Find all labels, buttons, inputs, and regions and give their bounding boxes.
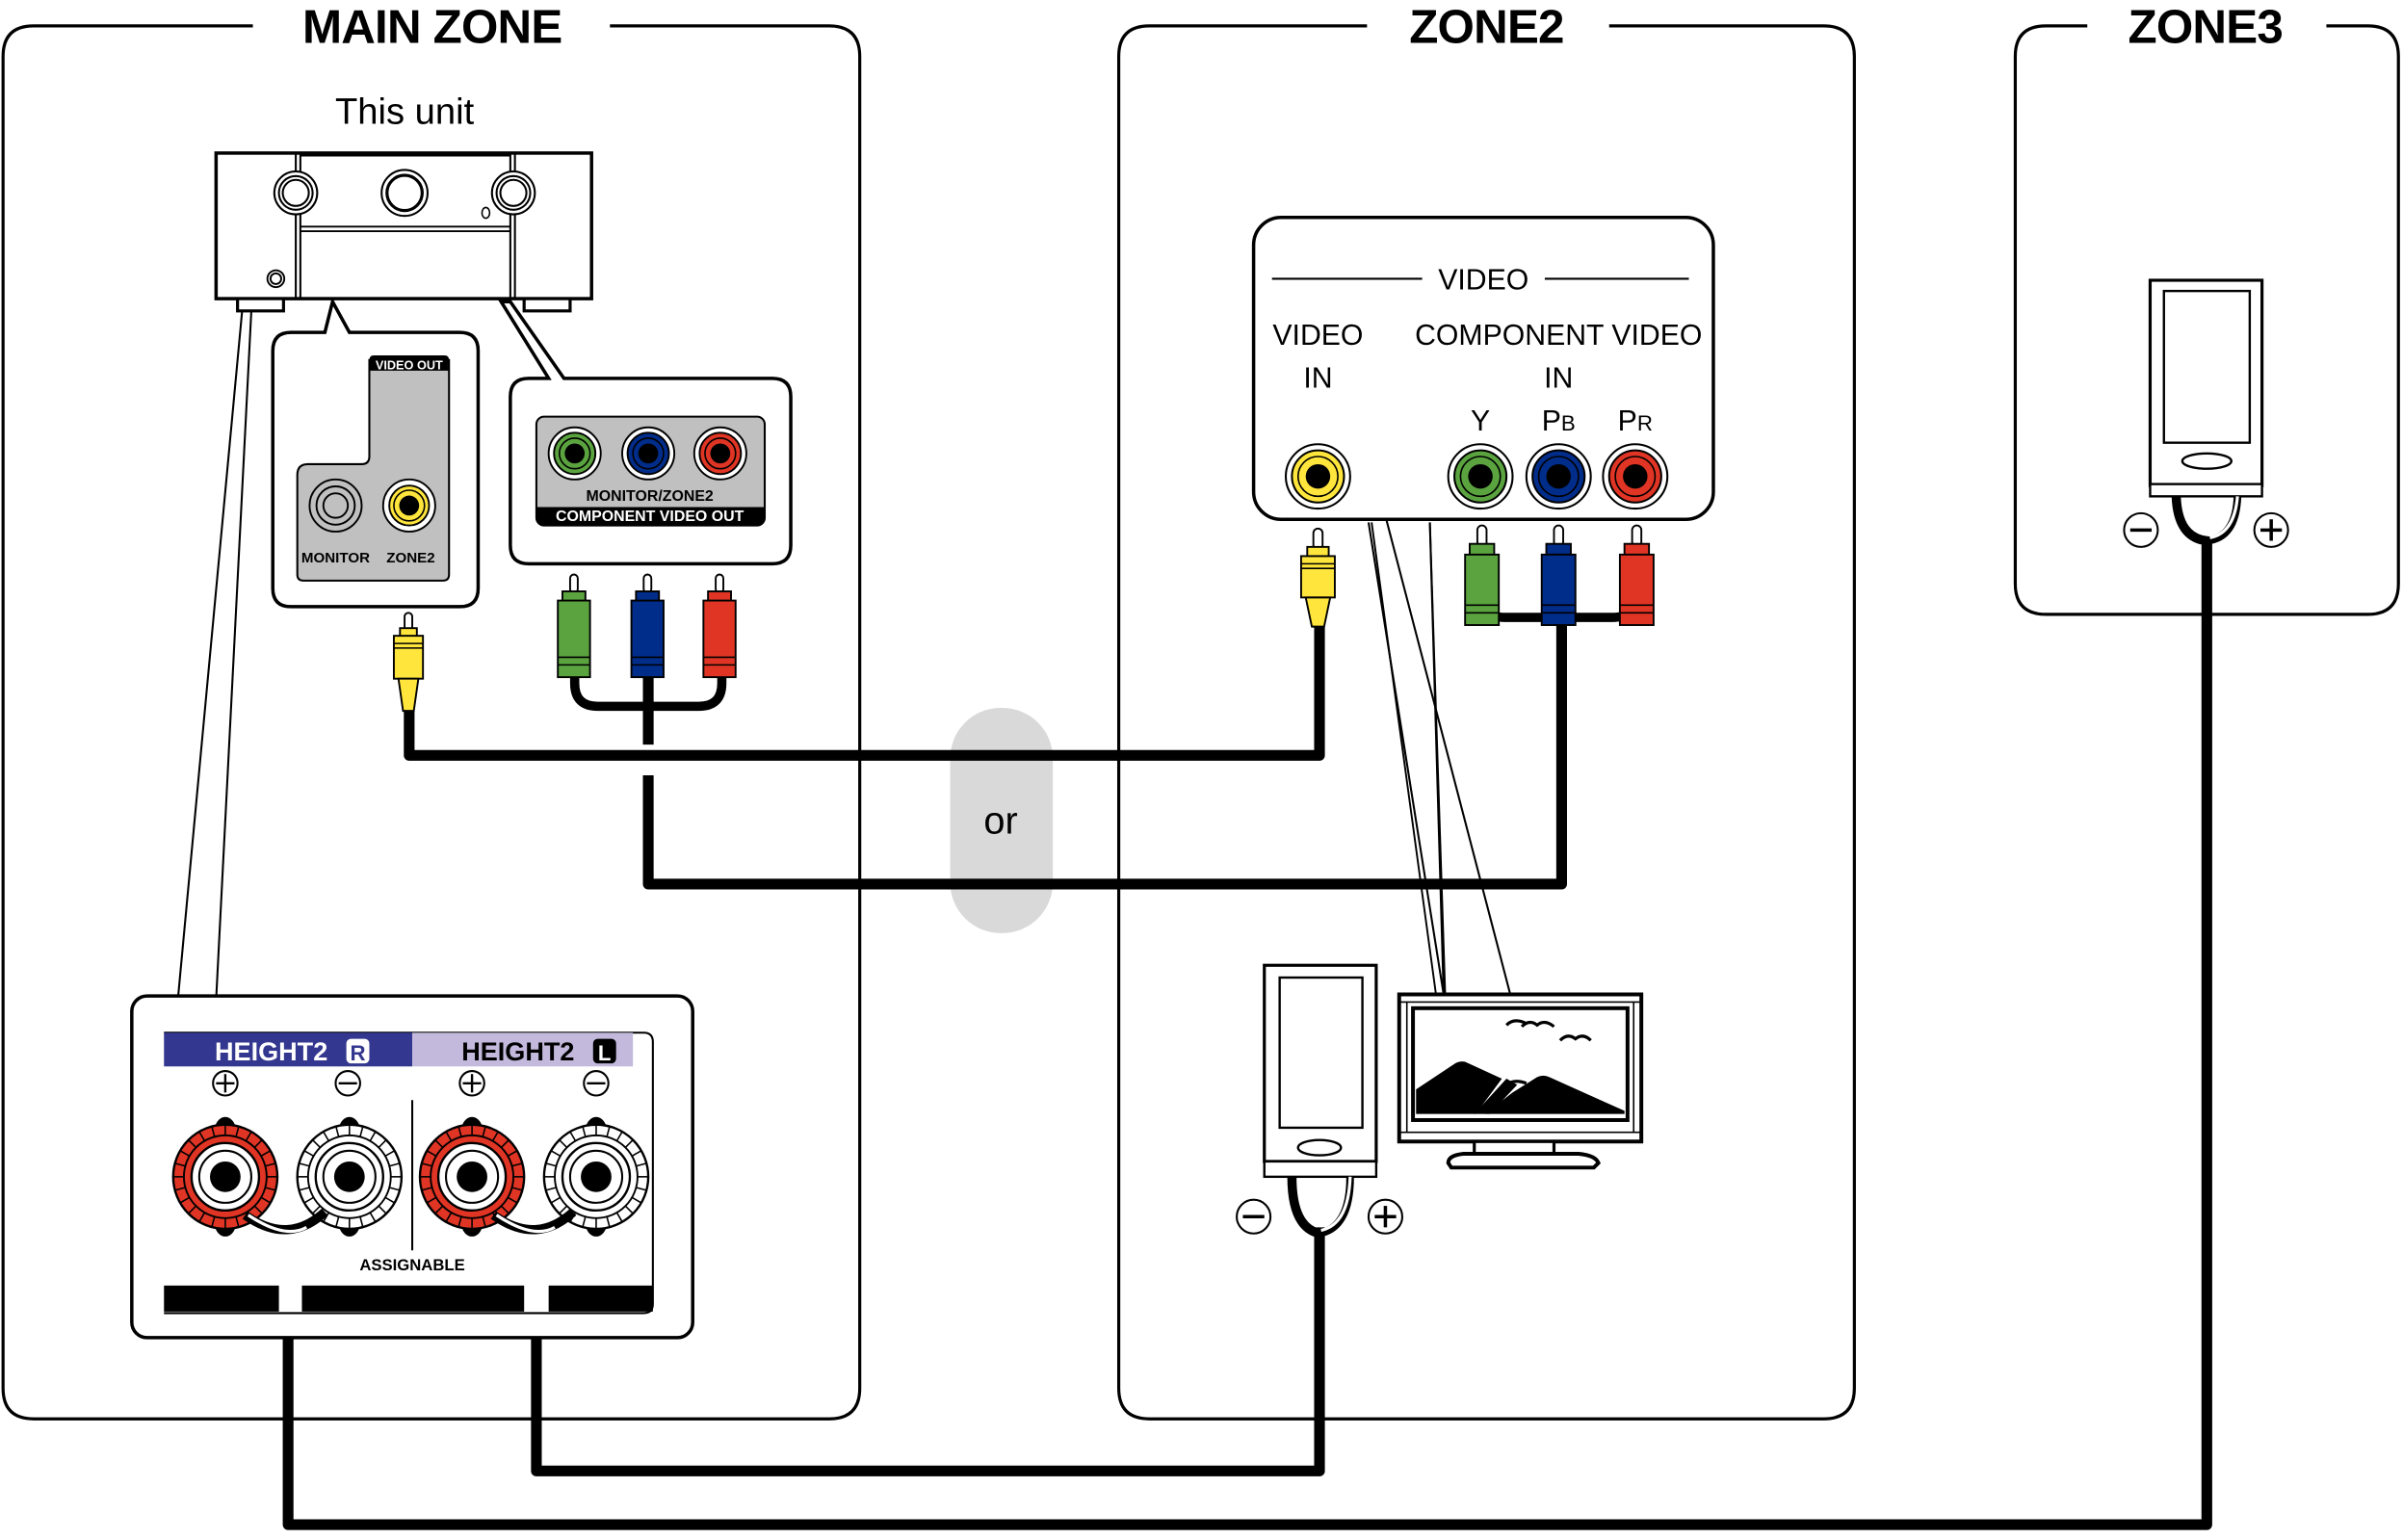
red-rca-plug-icon — [702, 573, 737, 679]
or-label: or — [983, 799, 1017, 842]
green-rca-plug-icon — [557, 573, 591, 679]
unit-foot-left — [236, 297, 285, 313]
this-unit-label: This unit — [335, 91, 475, 133]
video-group-title: VIDEO — [1438, 265, 1528, 297]
pb-jack-label: PB — [1542, 405, 1576, 437]
component-out-panel: MONITOR/ZONE2 COMPONENT VIDEO OUT — [498, 300, 793, 566]
av-receiver-unit: This unit — [214, 91, 593, 313]
rca-plugs-zone2-side — [1299, 524, 1655, 628]
wire-loop-r — [242, 1208, 328, 1235]
zone3-title: ZONE3 — [2129, 0, 2283, 53]
height2-l-badge: L — [598, 1041, 612, 1065]
zone2-frame: ZONE2 — [1116, 0, 1856, 1421]
tv-pr-jack-icon — [1602, 443, 1669, 510]
component-in-label-line2: IN — [1544, 362, 1573, 394]
main-zone-frame: MAIN ZONE — [1, 0, 862, 1421]
blue-rca-plug-icon — [630, 573, 665, 679]
red-rca-plug-icon — [1618, 524, 1655, 626]
height2-r-minus-terminal[interactable] — [296, 1116, 404, 1237]
video-out-header: VIDEO OUT — [376, 357, 443, 372]
headphone-jack-icon — [266, 269, 286, 289]
zone2-plus-terminal-icon — [1367, 1198, 1403, 1235]
tv-pb-jack-icon — [1525, 443, 1592, 510]
component-breakout-unit — [569, 675, 727, 712]
rca-plugs-unit-side — [392, 573, 737, 713]
yellow-rca-plug-icon — [1299, 527, 1336, 628]
video-in-label-line1: VIDEO — [1272, 320, 1363, 352]
zone2-minus-terminal-icon — [1236, 1198, 1272, 1235]
sensor-icon — [481, 206, 491, 220]
component-out-pb-jack-icon — [621, 426, 676, 481]
zone3-speaker-icon — [2148, 278, 2264, 551]
speaker-terminal-panel: HEIGHT2 R HEIGHT2 L ASSIGNABLE — [130, 994, 694, 1340]
component-video-cable — [642, 620, 1568, 890]
component-in-label-line1: COMPONENT VIDEO — [1415, 320, 1702, 352]
speaker-cables — [282, 540, 2212, 1530]
blue-rca-plug-icon — [1540, 524, 1577, 626]
wire-loop-l — [490, 1208, 577, 1235]
main-zone-title: MAIN ZONE — [302, 0, 562, 53]
monitor-jack-label: MONITOR — [301, 550, 370, 566]
zone3-plus-terminal-icon — [2253, 511, 2289, 548]
assignable-label: ASSIGNABLE — [359, 1256, 464, 1274]
height2-r-header — [164, 1032, 413, 1067]
height2-l-minus-terminal[interactable] — [542, 1116, 650, 1237]
y-jack-label: Y — [1471, 405, 1490, 437]
tv-callout-line — [1428, 522, 1447, 995]
tv-y-jack-icon — [1447, 443, 1514, 510]
height2-l-to-zone2-cable — [531, 1227, 1325, 1476]
or-separator-pill — [950, 707, 1054, 933]
polarity-plus-icon — [212, 1070, 239, 1097]
polarity-minus-icon — [334, 1070, 361, 1097]
video-out-panel: VIDEO OUT MONITOR ZONE2 — [271, 297, 481, 609]
polarity-plus-icon — [458, 1070, 485, 1097]
component-out-pr-jack-icon — [692, 426, 747, 481]
zone3-minus-terminal-icon — [2123, 511, 2159, 548]
height2-r-plus-terminal[interactable] — [171, 1116, 279, 1237]
component-out-sublabel: MONITOR/ZONE2 — [587, 488, 714, 505]
height2-l-label: HEIGHT2 — [461, 1037, 574, 1066]
video-in-label-line2: IN — [1303, 362, 1332, 394]
volume-knob-icon — [273, 170, 319, 216]
height2-l-plus-terminal[interactable] — [418, 1116, 526, 1237]
zone2-jack-label: ZONE2 — [386, 550, 434, 566]
height2-r-badge: R — [350, 1041, 365, 1065]
pr-jack-label: PR — [1618, 405, 1653, 437]
yellow-rca-plug-icon — [392, 612, 425, 713]
unit-foot-right — [522, 297, 572, 313]
monitor-jack-icon — [308, 478, 363, 533]
callout-lines — [176, 310, 1512, 1001]
zone2-tv-input-panel: VIDEO VIDEO IN COMPONENT VIDEO IN Y PB P… — [1251, 216, 1715, 521]
green-rca-plug-icon — [1464, 524, 1501, 626]
zone2-speaker-icon — [1263, 963, 1378, 1246]
input-knob-icon — [490, 170, 536, 216]
zone2-composite-jack-icon — [381, 478, 436, 533]
zone2-tv-icon — [1397, 992, 1644, 1170]
height2-r-label: HEIGHT2 — [215, 1037, 327, 1066]
zone2-title: ZONE2 — [1409, 0, 1563, 53]
component-out-footer: COMPONENT VIDEO OUT — [556, 509, 744, 525]
height2-r-to-zone3-cable — [282, 540, 2212, 1530]
center-knob-icon — [380, 169, 429, 218]
tv-video-in-jack-icon — [1284, 443, 1351, 510]
component-out-y-jack-icon — [547, 426, 602, 481]
tv-callout-line — [1371, 522, 1437, 995]
polarity-minus-icon — [583, 1070, 610, 1097]
composite-video-cable — [404, 620, 1325, 761]
